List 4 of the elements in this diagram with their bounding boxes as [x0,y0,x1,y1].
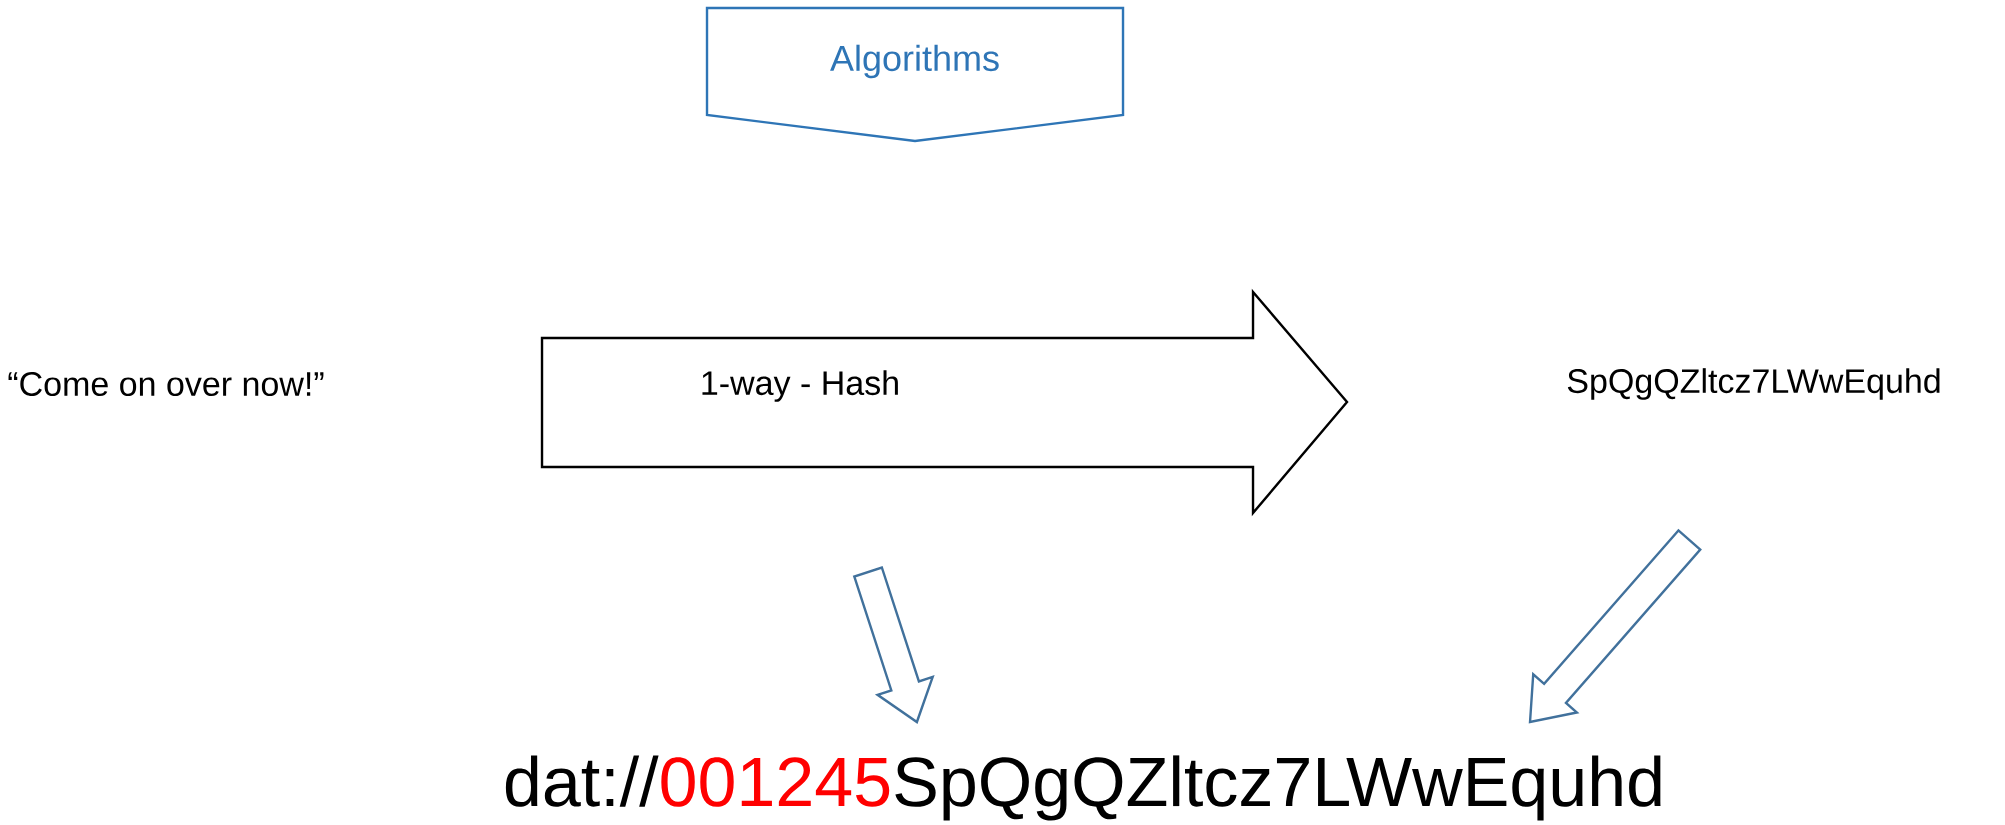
text-label: SpQgQZltcz7LWwEquhd [1567,368,1940,400]
url-text: dat://001245SpQgQZltcz7LWwEquhd [505,755,1661,821]
text-label: “Come on over now!” [8,371,324,397]
chevron-box: Algorithms [705,6,1125,143]
